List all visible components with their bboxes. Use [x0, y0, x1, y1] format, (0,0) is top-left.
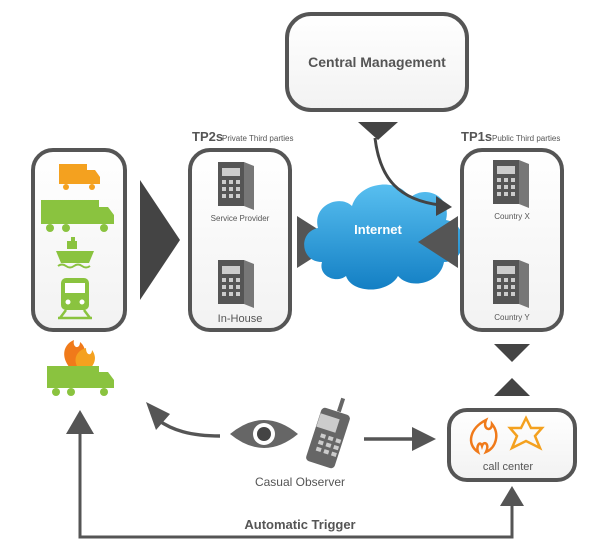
- star-badge-icon: [507, 415, 545, 451]
- train-icon: [58, 278, 92, 320]
- call-center-box: call center: [447, 408, 577, 482]
- flame-icon: [469, 417, 498, 456]
- tp1-subtitle: Public Third parties: [492, 134, 560, 143]
- central-to-tp1-line: [373, 137, 441, 207]
- server-icon: [493, 160, 529, 208]
- tp2-item2-label: In-House: [218, 313, 263, 325]
- tp1-to-internet-arrow: [418, 216, 458, 268]
- ship-icon: [56, 237, 94, 269]
- tp1-to-callcenter-arrow: [494, 344, 530, 362]
- observer-to-truck-line: [156, 418, 221, 438]
- tp1-item1-label: Country X: [494, 212, 530, 221]
- observer-to-truck-arrowhead: [146, 402, 170, 430]
- orange-truck-icon: [59, 164, 100, 190]
- vehicles-to-tp2-arrow: [140, 180, 180, 300]
- automatic-trigger-label: Automatic Trigger: [244, 517, 355, 532]
- tp2-item1-label: Service Provider: [211, 214, 270, 223]
- mobile-phone-icon: [306, 397, 350, 469]
- eye-icon: [230, 420, 298, 448]
- central-management-box: Central Management: [285, 12, 469, 112]
- trigger-to-truck-arrowhead: [66, 410, 94, 434]
- trigger-to-callcenter-arrowhead: [500, 486, 524, 506]
- tp1-box: Country X Country Y: [460, 148, 564, 332]
- server-icon: [218, 260, 254, 308]
- tp2-box: Service Provider In-House: [188, 148, 292, 332]
- green-truck-icon: [41, 200, 114, 232]
- casual-observer-label: Casual Observer: [255, 475, 345, 489]
- vehicles-box: [31, 148, 127, 332]
- central-management-label: Central Management: [308, 54, 446, 70]
- phone-to-callcenter-arrowhead: [412, 427, 436, 451]
- call-center-label: call center: [483, 461, 533, 473]
- internet-cloud: Internet: [304, 184, 464, 290]
- tp1-item2-label: Country Y: [494, 313, 530, 322]
- internet-label: Internet: [354, 222, 402, 237]
- tp1-title: TP1s: [461, 129, 492, 144]
- server-icon: [493, 260, 529, 308]
- central-to-tp1-arrowhead: [436, 196, 452, 216]
- automatic-trigger-line: [78, 432, 514, 539]
- callcenter-to-tp1-arrow: [494, 378, 530, 396]
- tp2-subtitle: Private Third parties: [222, 134, 293, 143]
- tp2-title: TP2s: [192, 129, 223, 144]
- central-down-arrow: [358, 122, 398, 140]
- burning-truck-icon: [47, 340, 114, 396]
- server-icon: [218, 162, 254, 210]
